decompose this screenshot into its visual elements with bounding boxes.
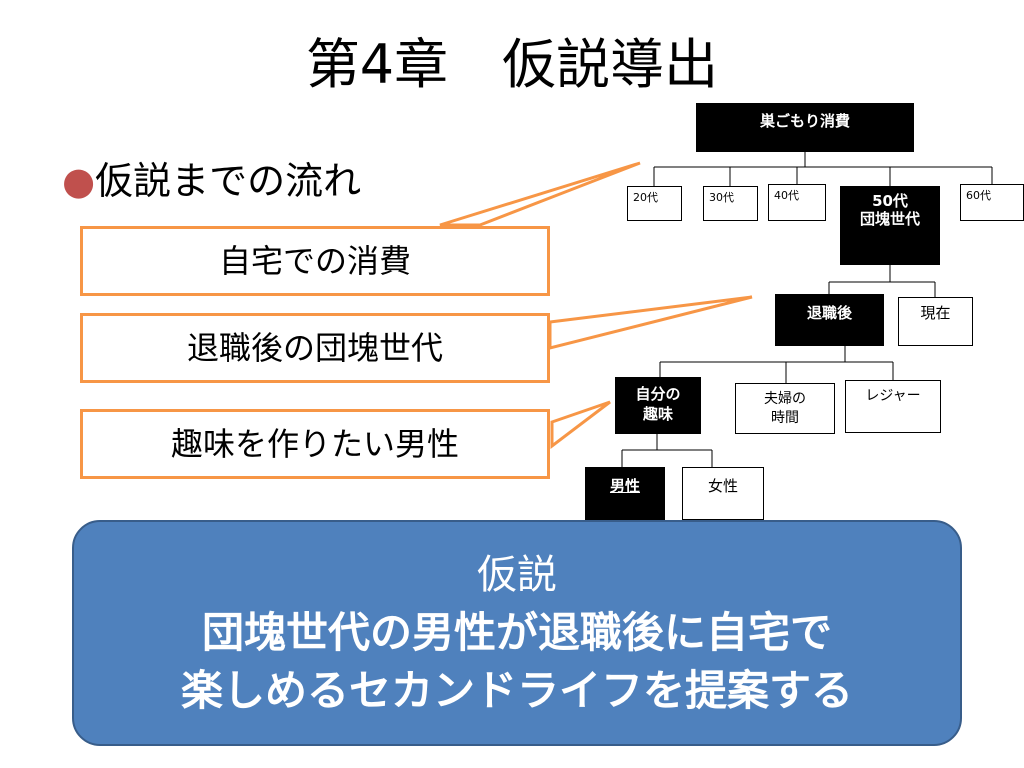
tree-node-own-hobby-line1: 自分の <box>635 385 681 403</box>
tree-node-couple-time-line1: 夫婦の <box>764 391 806 407</box>
tree-node-boomers-label: 団塊世代 <box>859 210 920 228</box>
callout-home-consumption: 自宅での消費 <box>80 226 550 296</box>
tree-node-retired: 退職後 <box>775 294 884 346</box>
tree-node-own-hobby-line2: 趣味 <box>642 405 673 423</box>
tree-node-50s-label: 50代 <box>872 192 908 210</box>
tree-node-50s-boomers: 50代 団塊世代 <box>840 186 940 265</box>
bullet-text: 仮説までの流れ <box>95 159 362 203</box>
tree-node-male: 男性 <box>585 467 665 520</box>
tree-node-own-hobby: 自分の 趣味 <box>615 377 701 434</box>
tree-node-current: 現在 <box>898 297 973 346</box>
tree-node-male-label: 男性 <box>609 477 640 495</box>
tree-node-couple-time: 夫婦の 時間 <box>735 383 835 434</box>
callout-pointer-1 <box>439 161 641 227</box>
slide-title: 第4章 仮説導出 <box>305 33 719 96</box>
bullet-icon: ● <box>62 159 96 203</box>
callout-retired-boomers: 退職後の団塊世代 <box>80 313 550 383</box>
tree-node-30s: 30代 <box>703 186 758 221</box>
hypothesis-label: 仮説 <box>477 552 557 598</box>
callout-pointer-3 <box>550 400 611 450</box>
hypothesis-line-2: 楽しめるセカンドライフを提案する <box>180 666 853 715</box>
tree-node-20s: 20代 <box>627 186 682 221</box>
tree-node-leisure: レジャー <box>845 380 941 433</box>
tree-node-40s: 40代 <box>768 184 826 221</box>
tree-node-60s: 60代 <box>960 184 1024 221</box>
tree-node-female: 女性 <box>682 467 764 520</box>
callout-pointer-2 <box>548 295 753 350</box>
callout-hobby-men: 趣味を作りたい男性 <box>80 409 550 479</box>
tree-node-couple-time-line2: 時間 <box>771 410 799 426</box>
hypothesis-line-1: 団塊世代の男性が退職後に自宅で <box>201 608 832 657</box>
tree-node-root: 巣ごもり消費 <box>696 103 914 152</box>
tree-lines <box>621 152 993 467</box>
bullet-item: ●仮説までの流れ <box>62 156 361 206</box>
hypothesis-box: 仮説 団塊世代の男性が退職後に自宅で 楽しめるセカンドライフを提案する <box>72 520 962 746</box>
